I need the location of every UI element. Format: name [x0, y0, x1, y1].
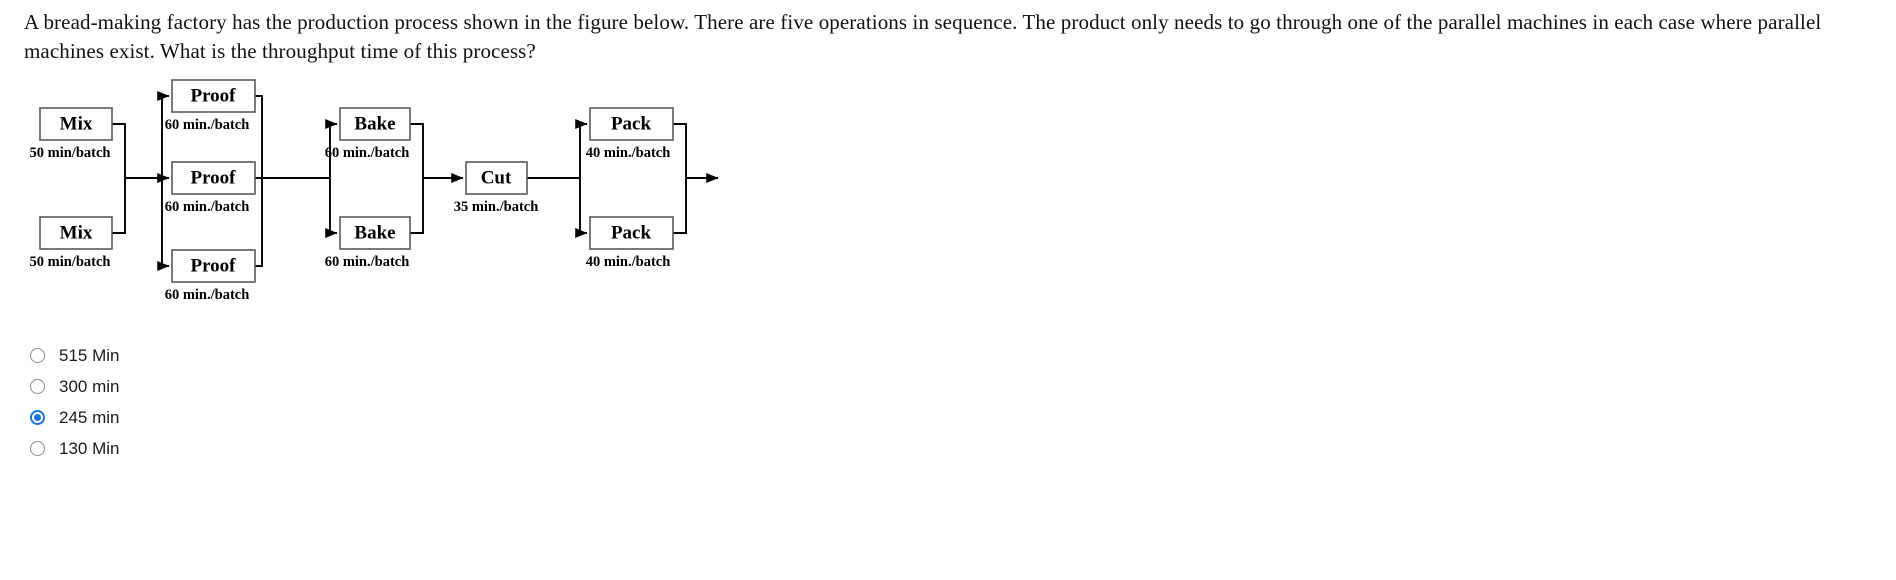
connector-proof-1-out: [255, 95, 263, 178]
node-cut-1: [465, 161, 528, 195]
node-cut-1-rate: 35 min./batch: [454, 199, 539, 215]
radio-button-3[interactable]: [30, 410, 45, 425]
node-pack-2-rate: 40 min./batch: [586, 254, 671, 270]
node-mix-1-label: Mix: [60, 113, 93, 134]
option-label-3: 245 min: [59, 407, 120, 427]
node-proof-1-label: Proof: [190, 85, 236, 106]
stage-cut: Cut 35 min./batch: [454, 161, 539, 215]
node-proof-3-label: Proof: [190, 255, 236, 276]
node-proof-1: [171, 79, 256, 113]
node-mix-2: [39, 216, 113, 250]
node-pack-1-label: Pack: [611, 113, 652, 134]
connector-bake-1-out: [410, 123, 424, 178]
connector-proof-3-out: [255, 178, 263, 267]
stage-mix: Mix 50 min/batch Mix 50 min/batch: [30, 107, 113, 270]
option-label-1: 515 Min: [59, 345, 120, 365]
connector-mix-bottom-out: [112, 178, 126, 234]
connector-group: [112, 91, 719, 271]
node-mix-1: [39, 107, 113, 141]
node-bake-1-label: Bake: [354, 113, 395, 134]
radio-button-2[interactable]: [30, 379, 45, 394]
connector-pack-2-out: [673, 178, 687, 234]
node-mix-2-rate: 50 min/batch: [30, 254, 111, 270]
connector-pack-1-out: [673, 123, 687, 178]
node-bake-2: [339, 216, 411, 250]
node-proof-2-label: Proof: [190, 167, 236, 188]
option-row-3[interactable]: 245 min: [30, 402, 450, 433]
answer-options-list: 515 Min 300 min 245 min 130 Min: [30, 340, 450, 464]
node-proof-1-rate: 60 min./batch: [165, 117, 250, 133]
stage-bake: Bake 60 min./batch Bake 60 min./batch: [325, 107, 411, 270]
node-bake-1-rate: 60 min./batch: [325, 145, 410, 161]
stage-pack: Pack 40 min./batch Pack 40 min./batch: [586, 107, 674, 270]
node-pack-1: [589, 107, 674, 141]
node-bake-2-label: Bake: [354, 222, 395, 243]
node-proof-3-rate: 60 min./batch: [165, 287, 250, 303]
question-text: A bread-making factory has the productio…: [24, 10, 1822, 63]
node-proof-3: [171, 249, 256, 283]
option-label-4: 130 Min: [59, 438, 120, 458]
node-pack-1-rate: 40 min./batch: [586, 145, 671, 161]
node-pack-2-label: Pack: [611, 222, 652, 243]
option-label-2: 300 min: [59, 376, 120, 396]
option-row-4[interactable]: 130 Min: [30, 433, 450, 464]
node-bake-1: [339, 107, 411, 141]
node-pack-2: [589, 216, 674, 250]
connector-mix-top-out: [112, 123, 126, 178]
radio-button-4[interactable]: [30, 441, 45, 456]
node-proof-2-rate: 60 min./batch: [165, 199, 250, 215]
process-diagram-svg: Mix 50 min/batch Mix 50 min/batch Proof …: [30, 79, 719, 303]
connector-bake-2-out: [410, 178, 424, 234]
process-flow-diagram: Mix 50 min/batch Mix 50 min/batch Proof …: [0, 78, 900, 318]
node-mix-2-label: Mix: [60, 222, 93, 243]
node-cut-1-label: Cut: [481, 167, 512, 188]
node-bake-2-rate: 60 min./batch: [325, 254, 410, 270]
option-row-2[interactable]: 300 min: [30, 371, 450, 402]
stage-proof: Proof 60 min./batch Proof 60 min./batch …: [165, 79, 256, 303]
node-proof-2: [171, 161, 256, 195]
node-mix-1-rate: 50 min/batch: [30, 145, 111, 161]
radio-button-1[interactable]: [30, 348, 45, 363]
option-row-1[interactable]: 515 Min: [30, 340, 450, 371]
